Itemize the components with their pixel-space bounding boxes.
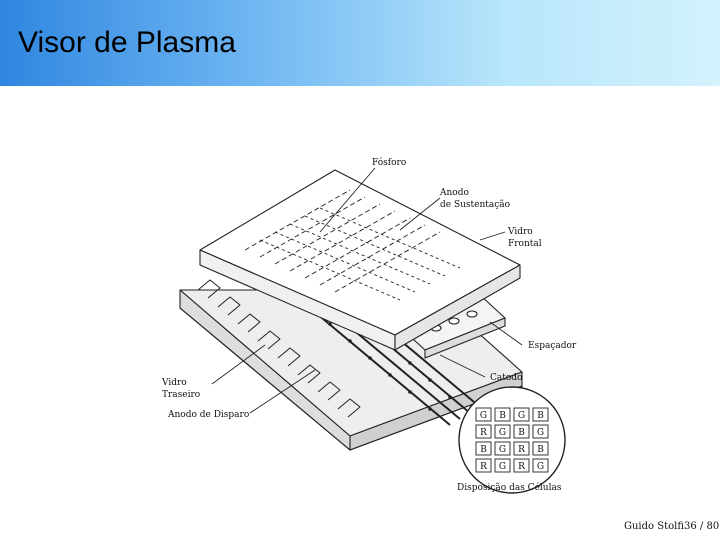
label-disposicao: Disposição das Células (457, 482, 562, 493)
cell-letter: G (499, 428, 506, 438)
cell-letter: G (537, 428, 544, 438)
cell-letter: R (518, 445, 525, 455)
cell-letter: G (518, 411, 525, 421)
footer-author: Guido Stolfi (624, 521, 684, 532)
cell-letter: B (518, 428, 525, 438)
label-vidro-traseiro-1: Vidro (161, 378, 187, 388)
slide-title: Visor de Plasma (18, 26, 236, 60)
label-anodo-sustentacao-1: Anodo (439, 188, 469, 198)
title-bar: Visor de Plasma (0, 0, 720, 86)
footer-page: 36 / 80 (684, 521, 719, 532)
cell-letter: G (480, 411, 487, 421)
cell-letter: B (480, 445, 487, 455)
cell-letter: B (499, 411, 506, 421)
label-fosforo: Fósforo (372, 157, 406, 168)
label-anodo-disparo: Anodo de Disparo (167, 410, 249, 420)
cell-letter: B (537, 445, 544, 455)
plasma-display-diagram: Fósforo Anodo de Sustentação Vidro Front… (150, 140, 600, 500)
cell-letter: G (499, 462, 506, 472)
label-espacador: Espaçador (528, 341, 577, 351)
label-vidro-traseiro-2: Traseiro (162, 390, 200, 400)
label-vidro-frontal-1: Vidro (507, 227, 533, 237)
cell-letter: R (480, 428, 487, 438)
cell-letter: G (499, 445, 506, 455)
label-vidro-frontal-2: Frontal (508, 239, 542, 249)
cell-letter: R (480, 462, 487, 472)
cell-letter: G (537, 462, 544, 472)
label-catodo: Catodo (490, 373, 522, 383)
label-anodo-sustentacao-2: de Sustentação (440, 199, 510, 210)
cell-letter: B (537, 411, 544, 421)
cell-letter: R (518, 462, 525, 472)
